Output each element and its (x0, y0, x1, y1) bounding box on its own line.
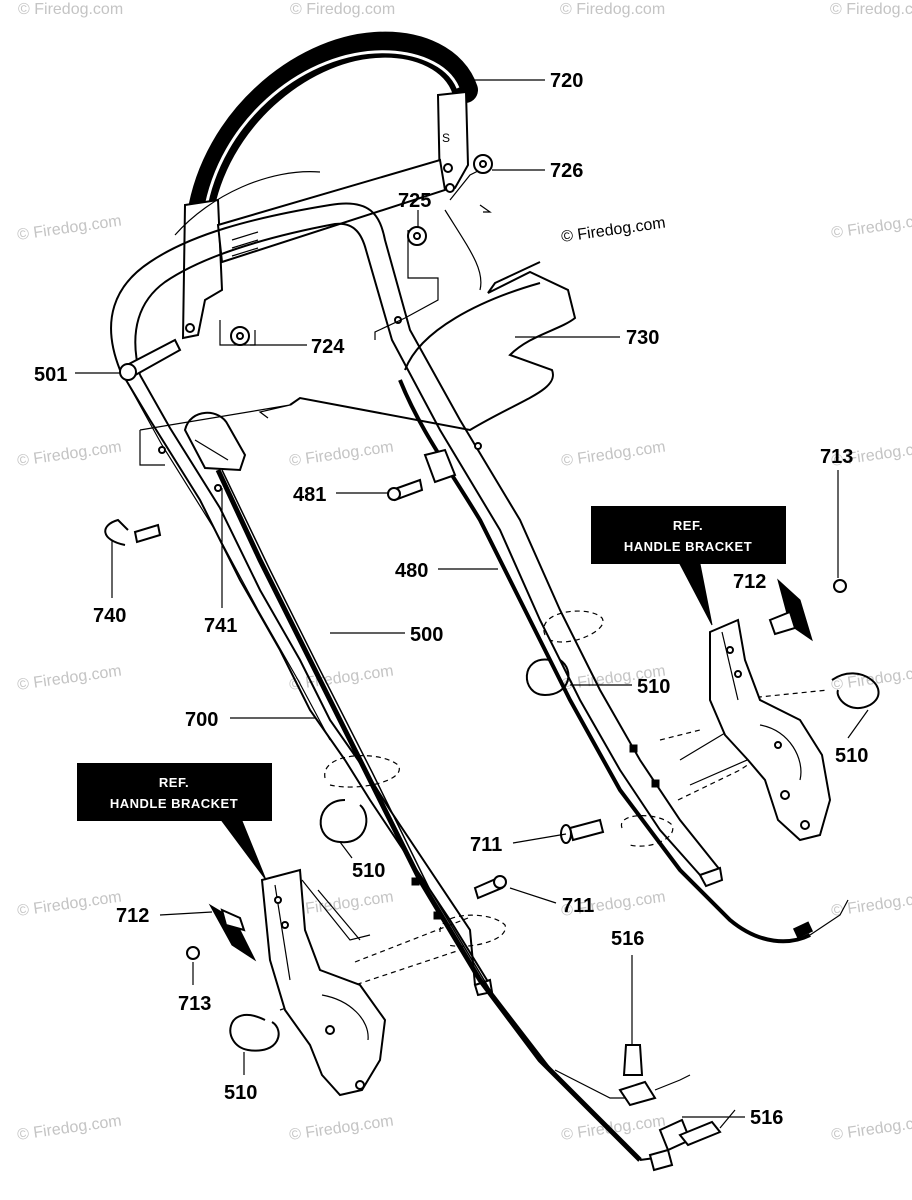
ref-box-line1: REF. (673, 518, 703, 533)
watermark-text: © Firedog.com (560, 1, 665, 18)
handle-bracket-left (260, 868, 387, 1097)
part-label: 516 (750, 1107, 783, 1129)
part-label: 713 (820, 446, 853, 468)
part-label: 700 (185, 709, 218, 731)
part-label: 510 (352, 860, 385, 882)
part-label: 726 (550, 160, 583, 182)
part-label: 724 (311, 336, 345, 358)
ref-box-line1: REF. (159, 775, 189, 790)
part-label: 480 (395, 560, 428, 582)
ref-box-line2: HANDLE BRACKET (110, 796, 238, 811)
part-labels: 720 726 725 730 724 501 481 480 740 741 … (34, 70, 868, 1129)
part-label: 711 (470, 834, 502, 856)
central-watermark: © Firedog.com (560, 214, 666, 245)
watermark-text: © Firedog.com (16, 1112, 122, 1143)
part-label: 500 (410, 624, 443, 646)
part-label: 725 (398, 190, 431, 212)
upper-handle-drawing: S (174, 31, 482, 340)
part-label: 712 (733, 571, 766, 593)
ref-box-left: REF. HANDLE BRACKET (77, 763, 272, 881)
watermark-text: © Firedog.com (830, 1112, 912, 1143)
watermark-text: © Firedog.com (16, 438, 122, 469)
part-label: 730 (626, 327, 659, 349)
watermark-text: © Firedog.com (290, 1, 395, 18)
watermark-text: © Firedog.com (830, 662, 912, 693)
cable-drawing (183, 379, 849, 1162)
watermark-text: © Firedog.com (288, 438, 394, 469)
part-label: 481 (293, 484, 326, 506)
watermark-text: © Firedog.com (288, 1112, 394, 1143)
part-label: 516 (611, 928, 644, 950)
part-label: 510 (224, 1082, 257, 1104)
part-label: 713 (178, 993, 211, 1015)
watermark-text: © Firedog.com (16, 662, 122, 693)
watermark-text: © Firedog.com (560, 1112, 666, 1143)
ref-box-right: REF. HANDLE BRACKET (591, 506, 786, 626)
watermark-text: © Firedog.com (18, 1, 123, 18)
part-label: 711 (562, 895, 594, 917)
part-label: 740 (93, 605, 126, 627)
part-label: 720 (550, 70, 583, 92)
watermark-text: © Firedog.com (16, 888, 122, 919)
watermark-text: © Firedog.com (830, 210, 912, 241)
ref-box-line2: HANDLE BRACKET (624, 539, 752, 554)
part-label: 501 (34, 364, 67, 386)
svg-text:S: S (442, 131, 450, 145)
part-label: 741 (204, 615, 237, 637)
watermark-text: © Firedog.com (16, 212, 122, 243)
part-label: 510 (637, 676, 670, 698)
lower-handle-drawing (110, 202, 724, 997)
leader-lines (75, 79, 869, 1118)
rod-730-drawing (289, 261, 577, 432)
watermark-text: © Firedog.com (830, 888, 912, 919)
part-label: 712 (116, 905, 149, 927)
part-label: 510 (835, 745, 868, 767)
watermark-text: © Firedog.com (560, 438, 666, 469)
hardware-parts (104, 154, 880, 1172)
handle-bracket-right (709, 618, 832, 842)
watermark-text: © Firedog.com (830, 1, 912, 18)
